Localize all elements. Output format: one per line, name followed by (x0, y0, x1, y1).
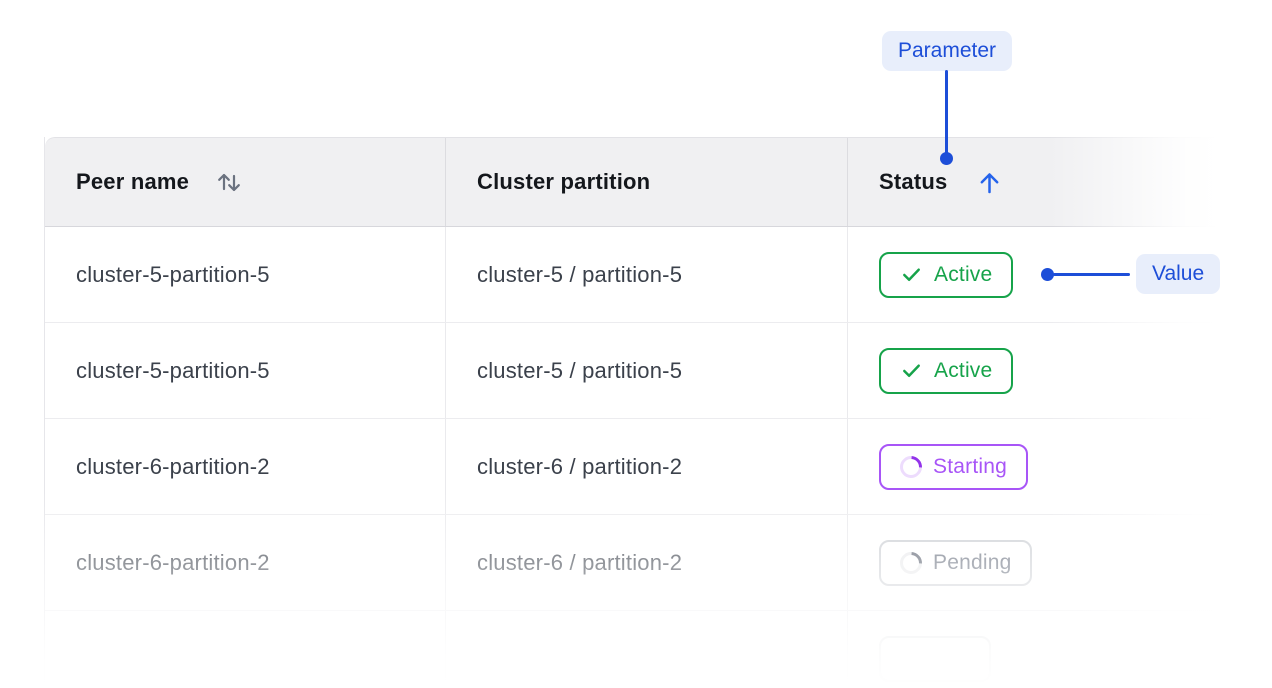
table-header-row: Peer name Cluster partition Status (45, 137, 1272, 227)
table-row[interactable]: cluster-6-partition-2 cluster-6 / partit… (45, 515, 1272, 611)
check-icon (900, 359, 923, 382)
peer-name-cell: cluster-6-partition-2 (45, 419, 446, 514)
status-cell (848, 611, 1272, 688)
status-badge: Active (879, 347, 1014, 394)
status-cell: Active (848, 323, 1272, 418)
column-header-peer-name-label: Peer name (76, 169, 190, 194)
table-row[interactable]: cluster-5-partition-5 cluster-5 / partit… (45, 323, 1272, 419)
peer-name-cell: cluster-5-partition-5 (45, 227, 446, 322)
cluster-partition-cell: cluster-6 / partition-2 (446, 515, 848, 610)
cluster-partition-cell: cluster-5 / partition-5 (446, 227, 848, 322)
annotation-parameter-label: Parameter (881, 31, 1013, 71)
status-badge: Pending (879, 539, 1033, 586)
spinner-icon (895, 546, 927, 579)
cluster-partition-cell: cluster-5 / partition-5 (446, 323, 848, 418)
status-badge-label: Active (934, 262, 993, 286)
status-badge-label: Pending (933, 550, 1012, 574)
status-cell: Pending (848, 515, 1272, 610)
cluster-partition-cell: cluster-6 / partition-2 (446, 419, 848, 514)
check-icon (900, 263, 923, 286)
peers-table: Peer name Cluster partition Status (44, 137, 1272, 688)
status-cell: Starting (848, 419, 1272, 514)
table-body: cluster-5-partition-5 cluster-5 / partit… (45, 227, 1272, 688)
annotation-parameter-dot (940, 152, 953, 165)
column-header-peer-name[interactable]: Peer name (45, 138, 446, 226)
annotation-value-label: Value (1136, 254, 1221, 294)
column-header-status-label: Status (879, 169, 948, 194)
peer-name-cell: cluster-6-partition-2 (45, 515, 446, 610)
sort-asc-icon[interactable] (977, 169, 1002, 196)
status-badge-label: Active (934, 358, 993, 382)
annotation-value-connector-line (1053, 273, 1130, 276)
status-badge-label: Starting (933, 454, 1007, 478)
status-cell: Active (848, 227, 1272, 322)
peer-name-cell (45, 611, 446, 688)
column-header-cluster-partition[interactable]: Cluster partition (446, 138, 848, 226)
status-badge: Active (879, 251, 1014, 298)
sort-both-icon[interactable] (213, 167, 244, 197)
column-header-cluster-partition-label: Cluster partition (477, 169, 651, 194)
column-header-status[interactable]: Status (848, 138, 1272, 226)
table-row[interactable]: cluster-6-partition-2 cluster-6 / partit… (45, 419, 1272, 515)
annotation-parameter-connector-line (945, 70, 948, 155)
cluster-partition-cell (446, 611, 848, 688)
peer-name-cell: cluster-5-partition-5 (45, 323, 446, 418)
spinner-icon (895, 450, 927, 483)
table-row[interactable] (45, 611, 1272, 688)
status-badge (879, 635, 991, 682)
status-badge: Starting (879, 443, 1028, 490)
